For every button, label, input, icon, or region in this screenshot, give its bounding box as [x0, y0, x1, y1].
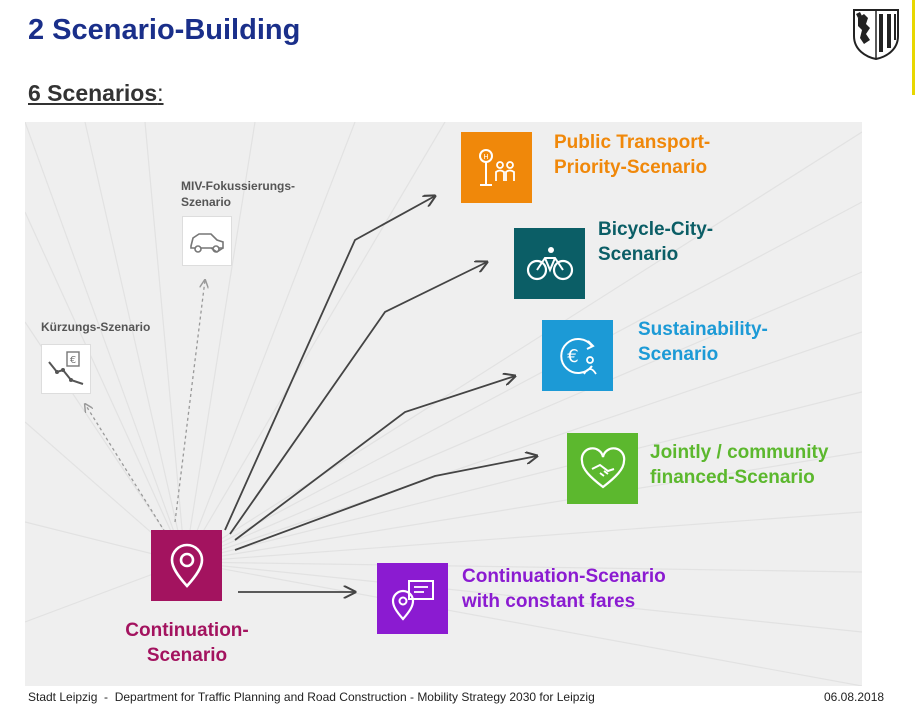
constant-fares-label: Continuation-Scenario with constant fare…: [462, 564, 666, 614]
bus-stop-people-icon: H: [478, 148, 515, 186]
bicycle-city-label: Bicycle-City- Scenario: [598, 217, 713, 267]
kuerzung-scenario-label: Kürzungs-Szenario: [41, 319, 150, 335]
sustainability-label: Sustainability- Scenario: [638, 317, 768, 367]
car-icon: [190, 233, 224, 253]
footer-date: 06.08.2018: [824, 690, 885, 704]
jointly-financed-tile: [567, 433, 638, 504]
sustainability-tile: €: [542, 320, 613, 391]
sus-label-line2: Scenario: [638, 344, 719, 365]
bike-label-line1: Bicycle-City-: [598, 219, 714, 240]
bike-label-line2: Scenario: [598, 244, 679, 265]
joint-label-line1: Jointly / community: [650, 442, 829, 463]
sus-label-line1: Sustainability-: [638, 319, 768, 340]
footer-text: Stadt Leipzig - Department for Traffic P…: [28, 690, 595, 704]
pt-label-line2: Priority-Scenario: [554, 157, 708, 178]
pt-label-line1: Public Transport-: [554, 132, 711, 153]
svg-text:€: €: [567, 346, 578, 367]
location-pin-icon: [170, 543, 203, 588]
kuerzung-scenario-tile: €: [41, 344, 91, 394]
svg-text:€: €: [70, 355, 76, 366]
public-transport-label: Public Transport- Priority-Scenario: [554, 130, 710, 180]
arrow-to-kuerzung: [85, 404, 166, 533]
miv-scenario-label: MIV-Fokussierungs- Szenario: [181, 178, 295, 210]
fares-label-line1: Continuation-Scenario: [462, 566, 666, 587]
miv-label-line1: MIV-Fokussierungs-: [181, 179, 296, 193]
joint-label-line2: financed-Scenario: [650, 467, 815, 488]
arrow-to-bicycle: [229, 262, 487, 535]
bicycle-icon: [526, 246, 573, 280]
subtitle-text: 6 Scenarios: [28, 80, 158, 106]
miv-label-line2: Szenario: [181, 195, 232, 209]
jointly-financed-label: Jointly / community financed-Scenario: [650, 440, 828, 490]
diagram-lines: [25, 122, 862, 686]
leipzig-crest-icon: [853, 9, 899, 60]
arrow-to-public-transport: [224, 196, 435, 531]
arrow-to-sustainability: [234, 376, 515, 541]
miv-scenario-tile: [182, 216, 232, 266]
origin-label-line2: Scenario: [146, 645, 228, 666]
continuation-scenario-tile: [151, 530, 222, 601]
section-subtitle: 6 Scenarios:: [28, 80, 164, 107]
scenario-diagram: MIV-Fokussierungs- Szenario Kürzungs-Sze…: [25, 122, 862, 686]
subtitle-colon: :: [157, 80, 164, 106]
fares-label-line2: with constant fares: [462, 591, 636, 612]
accent-rule: [912, 0, 915, 95]
svg-text:H: H: [483, 153, 488, 161]
bicycle-city-tile: [514, 228, 585, 299]
slide-title: 2 Scenario-Building: [28, 14, 301, 46]
handshake-heart-icon: [580, 446, 625, 488]
arrow-to-jointly-financed: [234, 456, 537, 551]
constant-fares-tile: [377, 563, 448, 634]
cost-decline-icon: €: [48, 351, 84, 385]
arrow-to-miv: [174, 280, 205, 523]
continuation-scenario-label: Continuation- Scenario: [117, 618, 257, 668]
euro-cycle-person-icon: €: [559, 337, 597, 374]
kuerzung-label-line1: Kürzungs-Szenario: [41, 320, 151, 334]
origin-label-line1: Continuation-: [125, 620, 249, 641]
ticket-location-icon: [391, 579, 434, 621]
public-transport-tile: H: [461, 132, 532, 203]
